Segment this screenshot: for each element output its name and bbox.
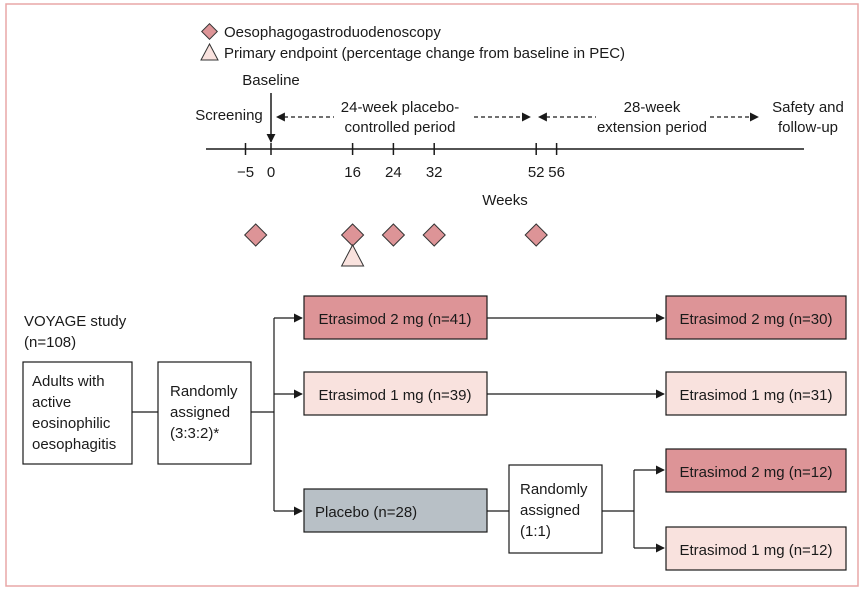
study-n: (n=108) bbox=[24, 334, 76, 351]
safety-label-line1: Safety and bbox=[772, 99, 844, 116]
box-text-line: (3:3:2)* bbox=[170, 425, 219, 442]
tick-label: 56 bbox=[548, 164, 565, 181]
tick-label: 0 bbox=[267, 164, 275, 181]
legend-triangle-icon bbox=[200, 42, 219, 61]
box-text-line: Randomly bbox=[170, 383, 238, 400]
box-text-line: (1:1) bbox=[520, 523, 551, 540]
osophago-diamond-icon bbox=[422, 223, 446, 247]
endpoint-triangle-icon bbox=[340, 243, 365, 267]
arm-etrasimod-2mg bbox=[303, 295, 488, 340]
timeline-markers bbox=[243, 223, 548, 267]
legend-osophago-label: Oesophagogastroduodenoscopy bbox=[224, 24, 441, 41]
osophago-diamond-icon bbox=[243, 223, 268, 247]
box-text-line: eosinophilic bbox=[32, 415, 111, 432]
randomised-box-2-text: Randomly assigned (1:1) bbox=[520, 481, 588, 540]
ext-etrasimod-1mg bbox=[665, 371, 847, 416]
ext-etrasimod-2mg-label: Etrasimod 2 mg (n=30) bbox=[680, 311, 833, 328]
ext-etrasimod-1mg-label: Etrasimod 1 mg (n=31) bbox=[680, 387, 833, 404]
box-text-line: Adults with bbox=[32, 373, 105, 390]
placebo-period-label-line2: controlled period bbox=[345, 119, 456, 136]
box-text-line: assigned bbox=[170, 404, 230, 421]
osophago-diamond-icon bbox=[381, 223, 406, 247]
tick-label: −5 bbox=[237, 164, 254, 181]
osophago-diamond-icon bbox=[524, 223, 548, 247]
adults-box bbox=[22, 361, 133, 465]
screening-label: Screening bbox=[195, 107, 263, 124]
tick-label: 16 bbox=[344, 164, 361, 181]
tick-label: 52 bbox=[528, 164, 545, 181]
randomised-box-1-text: Randomly assigned (3:3:2)* bbox=[170, 383, 238, 442]
branch-connector-1 bbox=[251, 318, 275, 511]
tick-label: 24 bbox=[385, 164, 402, 181]
adults-box-text: Adults with active eosinophilic oesophagiti… bbox=[32, 373, 116, 453]
ext-placebo-etrasimod-1mg bbox=[665, 526, 847, 571]
ext-placebo-etrasimod-2mg bbox=[665, 448, 847, 493]
box-text-line: oesophagitis bbox=[32, 436, 116, 453]
ext-etrasimod-2mg bbox=[665, 295, 847, 340]
box-text-line: active bbox=[32, 394, 71, 411]
arm-etrasimod-1mg-label: Etrasimod 1 mg (n=39) bbox=[319, 387, 472, 404]
legend: Oesophagogastroduodenoscopy Primary endp… bbox=[200, 23, 625, 62]
randomised-box-1 bbox=[157, 361, 252, 465]
tick-label: 32 bbox=[426, 164, 443, 181]
legend-endpoint-label: Primary endpoint (percentage change from… bbox=[224, 45, 625, 62]
branch-connector-2 bbox=[602, 470, 635, 548]
timeline: Baseline Screening 24-week placebo- cont… bbox=[195, 72, 844, 267]
safety-label-line2: follow-up bbox=[778, 119, 838, 136]
arm-etrasimod-2mg-label: Etrasimod 2 mg (n=41) bbox=[319, 311, 472, 328]
weeks-axis-label: Weeks bbox=[482, 192, 528, 209]
study-name: VOYAGE study bbox=[24, 313, 127, 330]
ext-placebo-etrasimod-1mg-label: Etrasimod 1 mg (n=12) bbox=[680, 542, 833, 559]
extension-label-line1: 28-week bbox=[624, 99, 681, 116]
placebo-period-label-line1: 24-week placebo- bbox=[341, 99, 459, 116]
extension-label-line2: extension period bbox=[597, 119, 707, 136]
ext-placebo-etrasimod-2mg-label: Etrasimod 2 mg (n=12) bbox=[680, 464, 833, 481]
box-text-line: Randomly bbox=[520, 481, 588, 498]
baseline-label: Baseline bbox=[242, 72, 300, 89]
flow: Adults with active eosinophilic oesophagiti… bbox=[22, 295, 847, 571]
arm-placebo-label: Placebo (n=28) bbox=[315, 504, 417, 521]
randomised-box-2 bbox=[508, 464, 603, 554]
arm-placebo bbox=[303, 488, 488, 533]
figure-frame bbox=[5, 3, 859, 587]
osophago-diamond-icon bbox=[340, 223, 365, 247]
arm-etrasimod-1mg bbox=[303, 371, 488, 416]
box-text-line: assigned bbox=[520, 502, 580, 519]
legend-diamond-icon bbox=[201, 23, 218, 40]
